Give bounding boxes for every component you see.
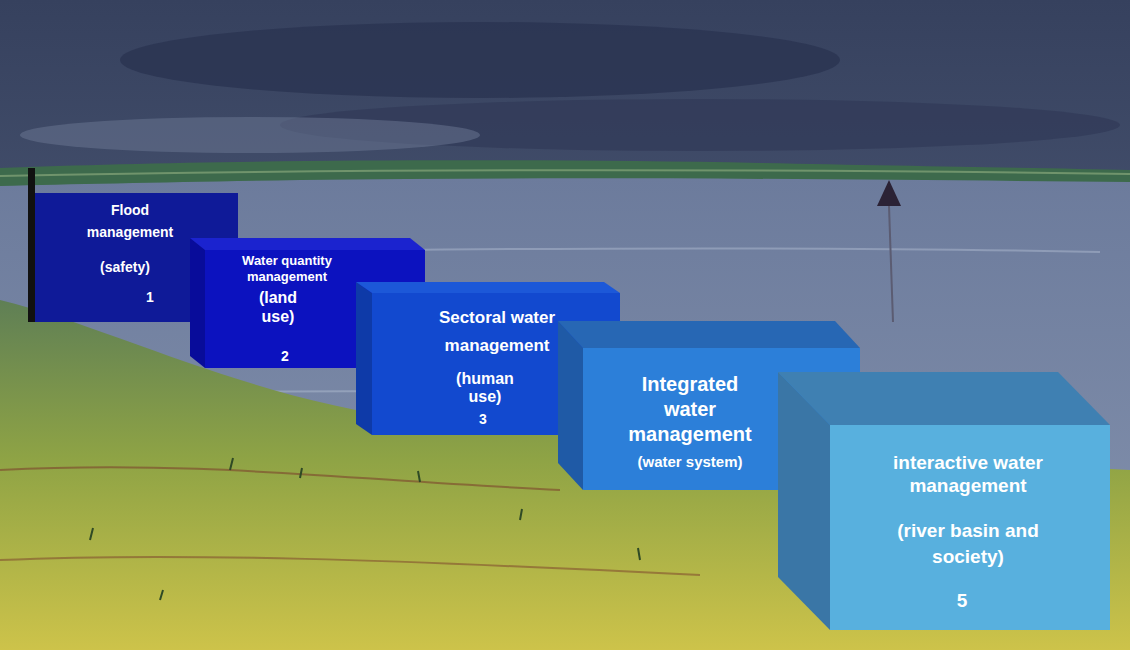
step-box: Integrated water management (water system…	[583, 348, 860, 490]
step-box: Water quantity management(land use) 2	[205, 250, 425, 368]
furrow	[0, 467, 560, 490]
box-heading: Flood management	[75, 200, 185, 243]
box-text: 1	[130, 289, 170, 306]
box-top	[778, 372, 1110, 425]
box-faces	[35, 193, 1110, 630]
water	[0, 176, 1130, 650]
box-side	[190, 238, 205, 368]
box-heading: Integrated water management	[615, 372, 765, 447]
box-text: 2	[265, 348, 305, 365]
box-heading: Sectoral water management	[397, 304, 597, 360]
grass	[90, 458, 640, 600]
box-text: 5	[942, 590, 982, 613]
box-side	[356, 282, 372, 435]
land	[0, 300, 1130, 650]
buoy	[877, 180, 901, 206]
box-text: (safety)	[75, 259, 175, 276]
cloud	[120, 22, 840, 98]
far-shore	[0, 160, 1130, 186]
box-text: (river basin and society)	[868, 518, 1068, 569]
box-text: (human use)	[450, 370, 520, 407]
box-heading: interactive water management	[848, 452, 1088, 498]
box-top	[356, 282, 620, 293]
box-text: (land use)	[248, 288, 308, 326]
buoy-pole	[889, 206, 893, 322]
box-heading: Water quantity management	[217, 253, 357, 286]
cloud	[20, 117, 480, 153]
box-side	[558, 321, 583, 490]
box-top	[558, 321, 860, 348]
furrow	[0, 557, 700, 575]
box-top	[190, 238, 425, 250]
step-box: interactive water management (river basin…	[830, 425, 1110, 630]
box-text: 3	[463, 411, 503, 428]
step-box: Flood management (safety) 1	[35, 193, 238, 322]
box-text: (water system)	[600, 453, 780, 471]
box-front	[830, 425, 1110, 630]
shore-line	[0, 170, 1130, 176]
step-box: Sectoral water management (human use) 3	[372, 293, 620, 435]
dark-bar	[28, 168, 35, 322]
